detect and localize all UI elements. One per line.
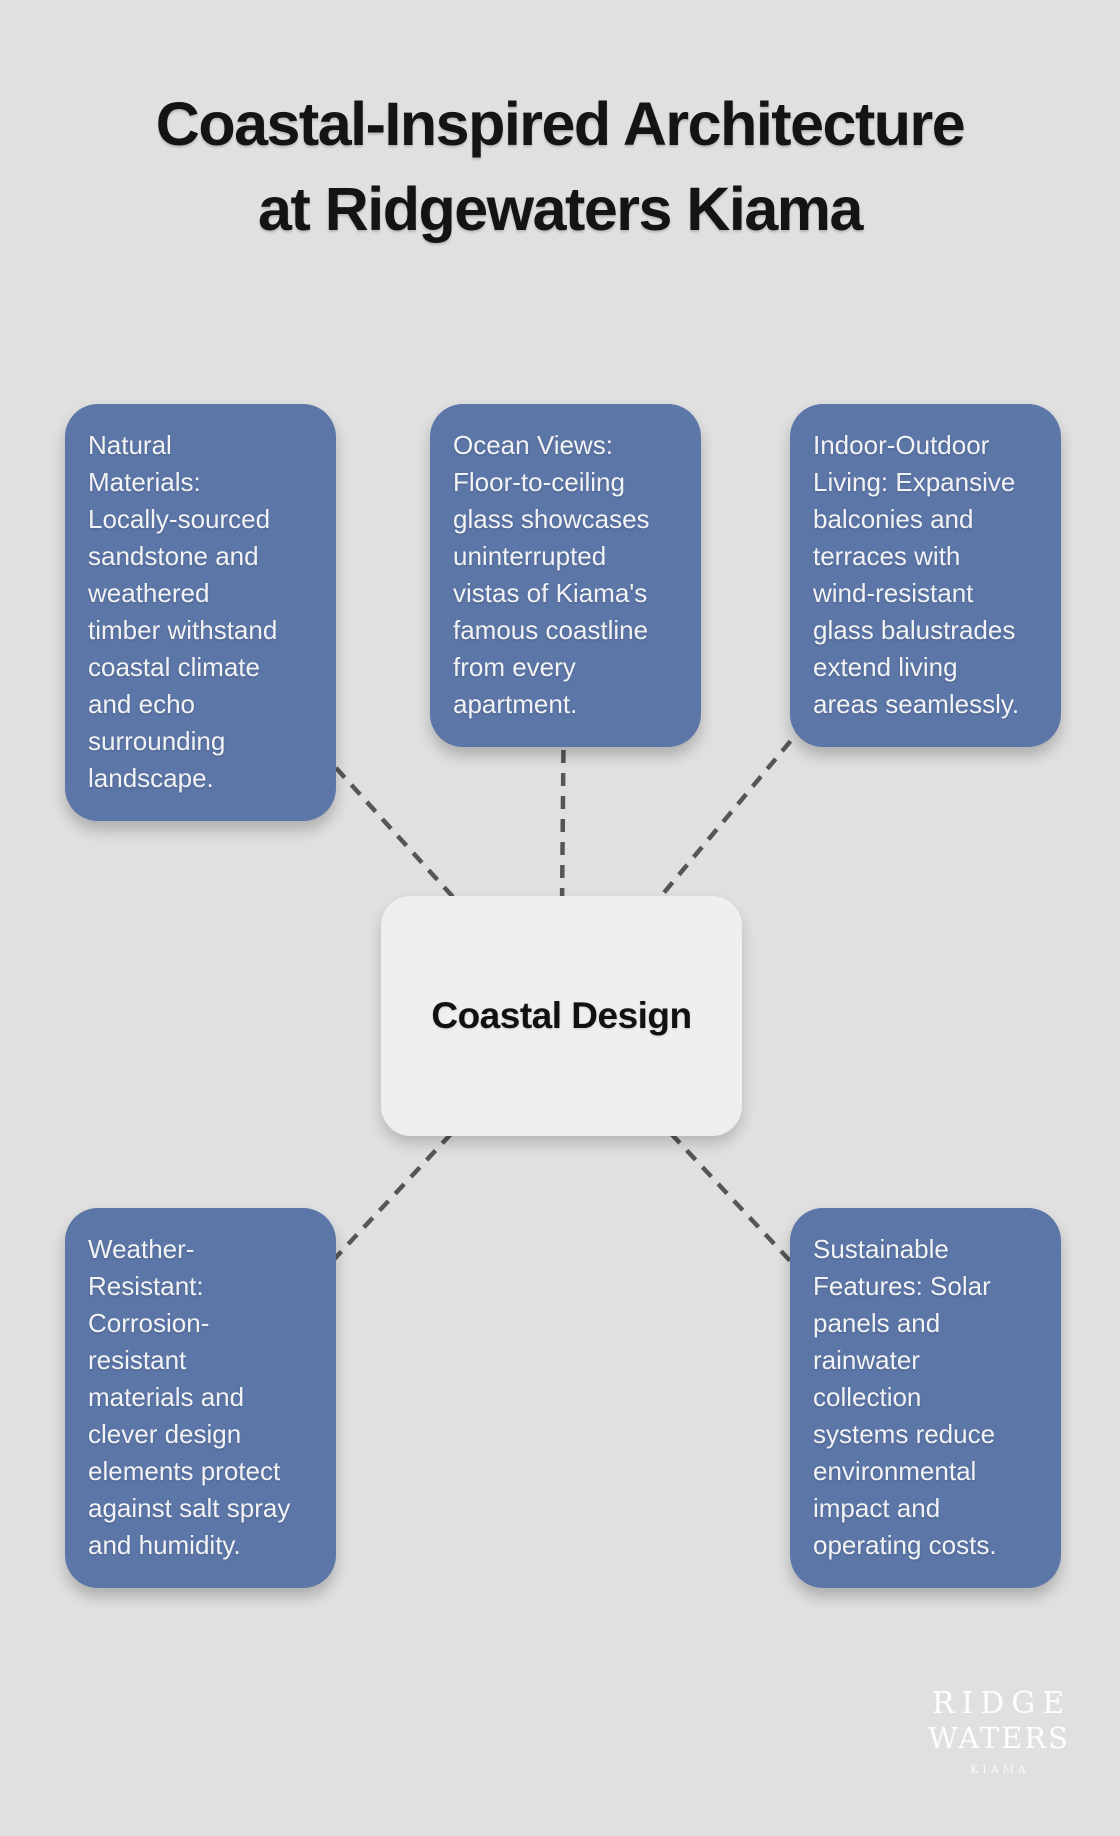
logo-word-waters: WATERS	[928, 1721, 1070, 1755]
ridgewaters-logo: RIDGE WATERS KIAMA	[912, 1686, 1084, 1777]
center-node-label: Coastal Design	[431, 995, 692, 1036]
node-natural-materials: Natural Materials: Locally-sourced sands…	[65, 404, 336, 821]
logo-word-ridge: RIDGE	[931, 1686, 1072, 1721]
node-ocean-views: Ocean Views: Floor-to-ceiling glass show…	[430, 404, 701, 747]
page-title: Coastal-Inspired Architecture at Ridgewa…	[155, 90, 966, 243]
node-weather-resistant: Weather- Resistant: Corrosion- resistant…	[65, 1208, 336, 1588]
node-indoor-outdoor-living: Indoor-Outdoor Living: Expansive balconi…	[790, 404, 1061, 747]
logo-word-kiama: KIAMA	[970, 1763, 1030, 1776]
node-sustainable-features: Sustainable Features: Solar panels and r…	[790, 1208, 1061, 1588]
center-node-coastal-design: Coastal Design	[381, 896, 742, 1136]
